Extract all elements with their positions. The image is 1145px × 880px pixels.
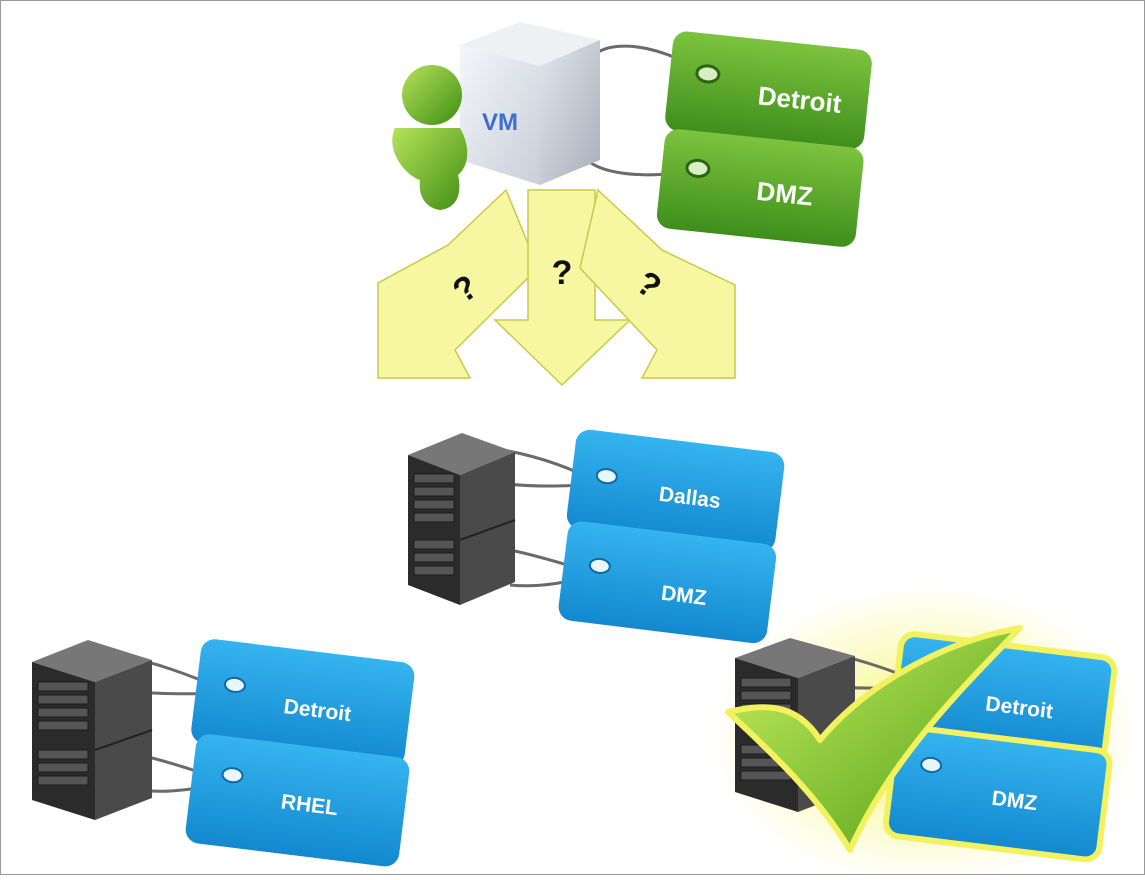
host-tag-label: DMZ xyxy=(990,787,1038,815)
user-icon xyxy=(392,65,468,210)
host-tag-label: DMZ xyxy=(660,582,708,610)
server-icon xyxy=(408,433,516,605)
placement-arrows: ? ? ? xyxy=(377,188,736,387)
arrow-right xyxy=(579,188,736,379)
host-tag-dallas: Dallas xyxy=(566,429,785,552)
host-tag-detroit: Detroit xyxy=(191,639,415,767)
host-detroit-dmz-match: Detroit DMZ xyxy=(710,585,1140,880)
host-detroit-rhel: Detroit RHEL xyxy=(32,639,415,867)
vm-label: VM xyxy=(482,109,518,136)
host-tag-rhel: RHEL xyxy=(185,734,410,867)
vm-tag-dmz: DMZ xyxy=(656,129,864,247)
vm-box: VM xyxy=(460,22,600,185)
host-tag-dmz: DMZ xyxy=(558,521,777,644)
arrow-left xyxy=(377,188,539,379)
host-tag-dmz: DMZ xyxy=(882,724,1113,863)
host-dallas-dmz: Dallas DMZ xyxy=(408,429,785,644)
question-mark-center: ? xyxy=(552,254,573,292)
vm-tag-detroit: Detroit xyxy=(665,31,872,150)
vm-group: VM Detroit DMZ xyxy=(392,22,872,247)
server-icon xyxy=(32,640,153,820)
checkmark-icon xyxy=(725,625,1023,853)
vm-tag-label: DMZ xyxy=(755,176,814,212)
